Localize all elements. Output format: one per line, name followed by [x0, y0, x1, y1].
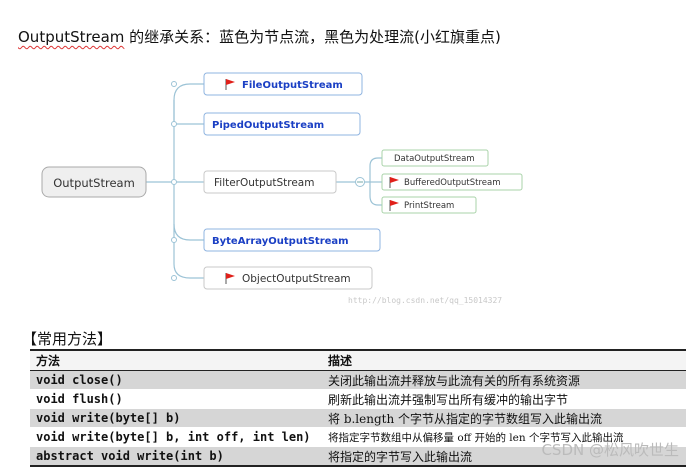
diagram-node: FilterOutputStream [203, 170, 337, 194]
diagram-node-label: FilterOutputStream [214, 177, 314, 189]
method-description: 将 b.length 个字节从指定的字节数组写入此输出流 [322, 408, 686, 428]
method-signature: void close() [30, 370, 322, 390]
red-flag-icon [225, 273, 235, 284]
table-row: void write(byte[] b, int off, int len) 将… [30, 427, 686, 447]
diagram-node: PipedOutputStream [203, 112, 361, 136]
heading-text: 的继承关系：蓝色为节点流，黑色为处理流(小红旗重点) [124, 28, 501, 46]
diagram-node: ByteArrayOutputStream [203, 228, 381, 252]
diagram-subnode: BufferedOutputStream [381, 173, 523, 191]
table-row: void flush() 刷新此输出流并强制写出所有缓冲的输出字节 [30, 389, 686, 409]
diagram-subnode: PrintStream [381, 196, 477, 214]
diagram-node-label: ObjectOutputStream [242, 273, 351, 285]
csdn-watermark: CSDN @松风吹世生 [541, 441, 679, 459]
diagram-node-label: PipedOutputStream [212, 120, 324, 131]
method-signature: void flush() [30, 389, 322, 409]
red-flag-icon [389, 200, 399, 211]
diagram-subnode-label: DataOutputStream [394, 154, 475, 164]
inheritance-diagram: OutputStream FileOutputStreamPipedOutput… [41, 72, 523, 305]
red-flag-icon [389, 177, 399, 188]
diagram-node: ObjectOutputStream [203, 266, 373, 290]
method-description: 将指定字节数组中从偏移量 off 开始的 len 个字节写入此输出流 [322, 427, 686, 447]
method-description: 将指定的字节写入此输出流 [322, 446, 686, 467]
method-signature: abstract void write(int b) [30, 446, 322, 467]
method-signature: void write(byte[] b, int off, int len) [30, 427, 322, 447]
red-flag-icon [225, 79, 235, 90]
page-heading: OutputStream 的继承关系：蓝色为节点流，黑色为处理流(小红旗重点) [18, 26, 501, 47]
method-description: 关闭此输出流并释放与此流有关的所有系统资源 [322, 370, 686, 390]
heading-class-name: OutputStream [18, 28, 125, 46]
header-description: 描述 [322, 349, 686, 371]
diagram-subnode-label: BufferedOutputStream [404, 178, 501, 188]
table-row: void write(byte[] b) 将 b.length 个字节从指定的字… [30, 408, 686, 428]
header-method: 方法 [30, 349, 322, 371]
diagram-node-label: ByteArrayOutputStream [212, 236, 349, 247]
section-label: 【常用方法】 [22, 330, 113, 348]
method-description: 刷新此输出流并强制写出所有缓冲的输出字节 [322, 389, 686, 409]
table-row: abstract void write(int b) 将指定的字节写入此输出流 [30, 446, 686, 467]
root-node: OutputStream [53, 176, 135, 190]
diagram-watermark: http://blog.csdn.net/qq_15014327 [348, 296, 502, 305]
method-signature: void write(byte[] b) [30, 408, 322, 428]
diagram-subnode: DataOutputStream [381, 149, 489, 167]
diagram-node-label: FileOutputStream [242, 80, 343, 91]
diagram-node: FileOutputStream [203, 72, 363, 96]
diagram-subnode-label: PrintStream [404, 201, 454, 211]
methods-table: 方法 描述 void close() 关闭此输出流并释放与此流有关的所有系统资源… [30, 349, 686, 467]
table-row: void close() 关闭此输出流并释放与此流有关的所有系统资源 [30, 370, 686, 390]
